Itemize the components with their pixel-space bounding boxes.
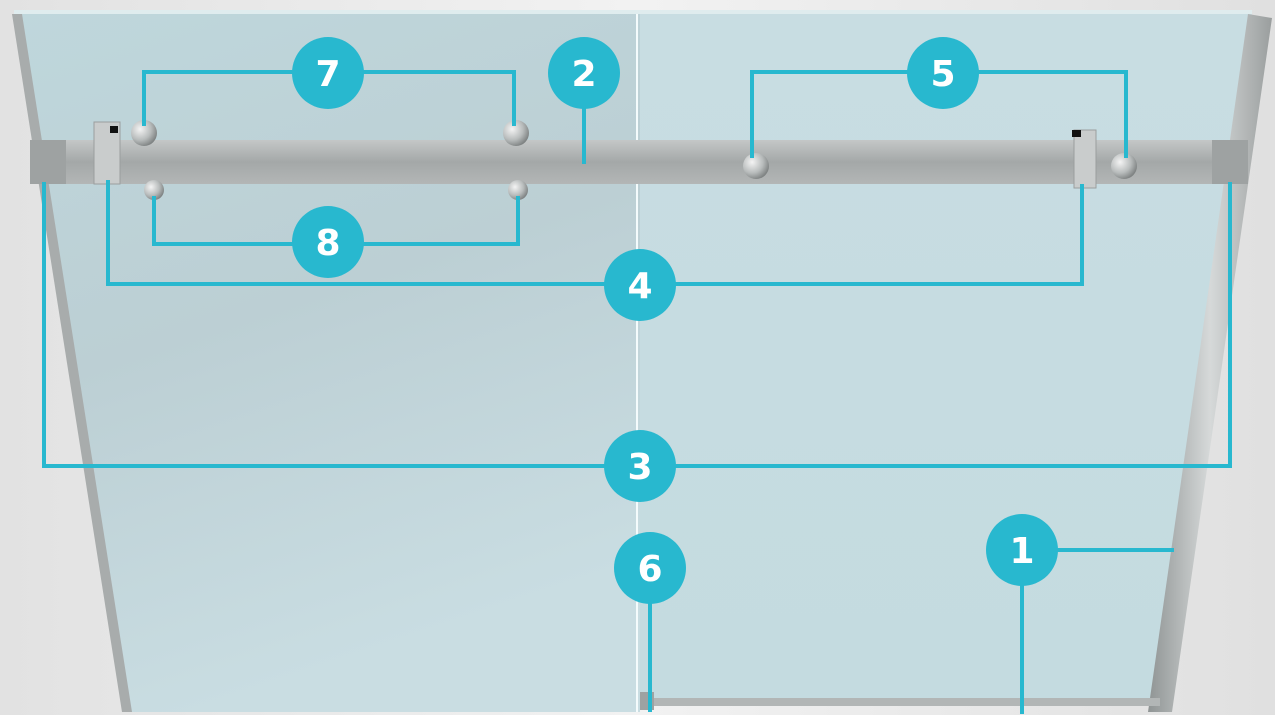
- roller-right-1: [743, 153, 769, 179]
- callout-4: 4: [604, 249, 676, 321]
- door-stop-right-screw: [1072, 130, 1081, 137]
- callout-2: 2: [548, 37, 620, 109]
- callout-6: 6: [614, 532, 686, 604]
- glass-top-highlight: [14, 10, 1252, 14]
- callout-number: 6: [637, 549, 662, 590]
- callout-number: 2: [571, 54, 596, 95]
- callout-number: 3: [627, 447, 652, 488]
- callout-number: 7: [315, 54, 340, 95]
- callout-number: 1: [1009, 531, 1034, 572]
- door-stop-left-screw: [110, 126, 118, 133]
- bottom-track: [640, 698, 1160, 706]
- callout-8: 8: [292, 206, 364, 278]
- callout-1: 1: [986, 514, 1058, 586]
- door-stop-right: [1074, 130, 1096, 188]
- fixed-glass-panel: [640, 12, 1252, 702]
- callout-number: 4: [627, 266, 652, 307]
- callout-3: 3: [604, 430, 676, 502]
- header-rail: [30, 140, 1248, 184]
- rail-end-cap-left: [30, 140, 66, 184]
- callout-number: 8: [315, 223, 340, 264]
- callout-number: 5: [930, 54, 955, 95]
- callout-7: 7: [292, 37, 364, 109]
- callout-5: 5: [907, 37, 979, 109]
- rail-end-cap-right: [1212, 140, 1248, 184]
